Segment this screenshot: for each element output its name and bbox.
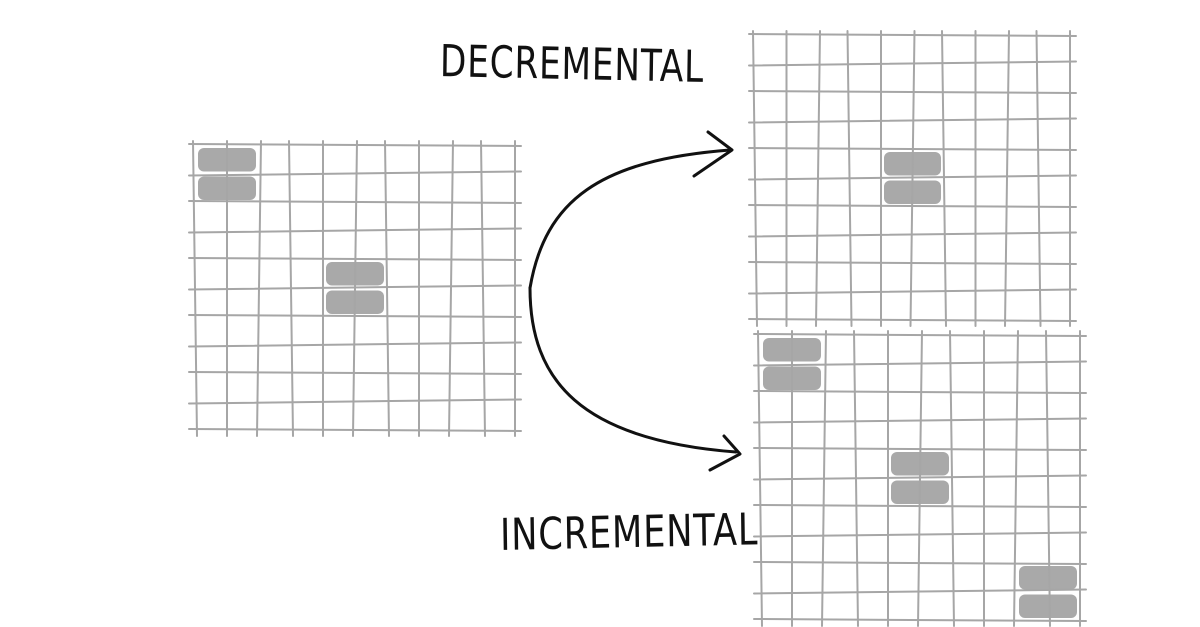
- grid-line-vertical: [448, 140, 454, 437]
- grid-line-horizontal: [188, 371, 522, 375]
- arrow-head-upper: [692, 130, 734, 178]
- grid-decremental-result: [748, 30, 1077, 327]
- grid-line-horizontal: [748, 147, 1077, 151]
- grid-line-horizontal: [753, 417, 1087, 424]
- grid-source: [188, 140, 522, 437]
- grid-line-vertical: [384, 140, 390, 437]
- grid-line-horizontal: [748, 90, 1077, 94]
- grid-line-horizontal: [753, 588, 1087, 595]
- arrow-curve-upper: [528, 148, 732, 290]
- grid-line-horizontal: [748, 204, 1077, 208]
- grid-line-horizontal: [753, 561, 1087, 565]
- branch-arrow: [528, 130, 742, 472]
- incremental-label: INCREMENTAL: [499, 504, 759, 561]
- grid-line-horizontal: [748, 117, 1077, 124]
- arrow-head-lower: [708, 434, 742, 472]
- grid-line-horizontal: [188, 227, 522, 234]
- grid-line-horizontal: [748, 174, 1077, 181]
- grid-line-horizontal: [753, 360, 1087, 367]
- grid-line-horizontal: [753, 618, 1087, 622]
- grid-line-vertical: [1004, 30, 1010, 327]
- grid-line-horizontal: [753, 447, 1087, 451]
- grid-line-horizontal: [188, 314, 522, 318]
- grid-line-horizontal: [188, 170, 522, 177]
- grid-line-horizontal: [748, 231, 1077, 238]
- grid-line-horizontal: [748, 318, 1077, 322]
- grid-line-horizontal: [753, 390, 1087, 394]
- grid-line-horizontal: [753, 333, 1087, 337]
- grid-incremental-result: [753, 330, 1087, 627]
- grid-line-vertical: [1013, 330, 1019, 627]
- grid-line-horizontal: [748, 33, 1077, 37]
- grid-line-horizontal: [753, 504, 1087, 508]
- grid-line-vertical: [480, 140, 486, 437]
- grid-line-vertical: [1035, 30, 1042, 327]
- grid-line-horizontal: [748, 288, 1077, 295]
- grid-line-horizontal: [753, 474, 1087, 481]
- grid-line-horizontal: [188, 143, 522, 147]
- grid-line-horizontal: [188, 284, 522, 291]
- grid-line-horizontal: [748, 261, 1077, 265]
- grid-line-vertical: [941, 30, 947, 327]
- grid-line-horizontal: [188, 428, 522, 432]
- arrow-curve-lower: [528, 286, 738, 454]
- grid-line-vertical: [949, 330, 955, 627]
- grid-line-horizontal: [748, 60, 1077, 67]
- grid-line-horizontal: [188, 341, 522, 348]
- grid-line-horizontal: [188, 257, 522, 261]
- filled-cell: [1019, 594, 1077, 618]
- grid-line-horizontal: [753, 531, 1087, 538]
- grid-line-vertical: [1045, 330, 1051, 627]
- filled-cell: [1019, 566, 1077, 590]
- grid-line-horizontal: [188, 398, 522, 405]
- grid-line-horizontal: [188, 200, 522, 204]
- decremental-label: DECREMENTAL: [439, 36, 705, 93]
